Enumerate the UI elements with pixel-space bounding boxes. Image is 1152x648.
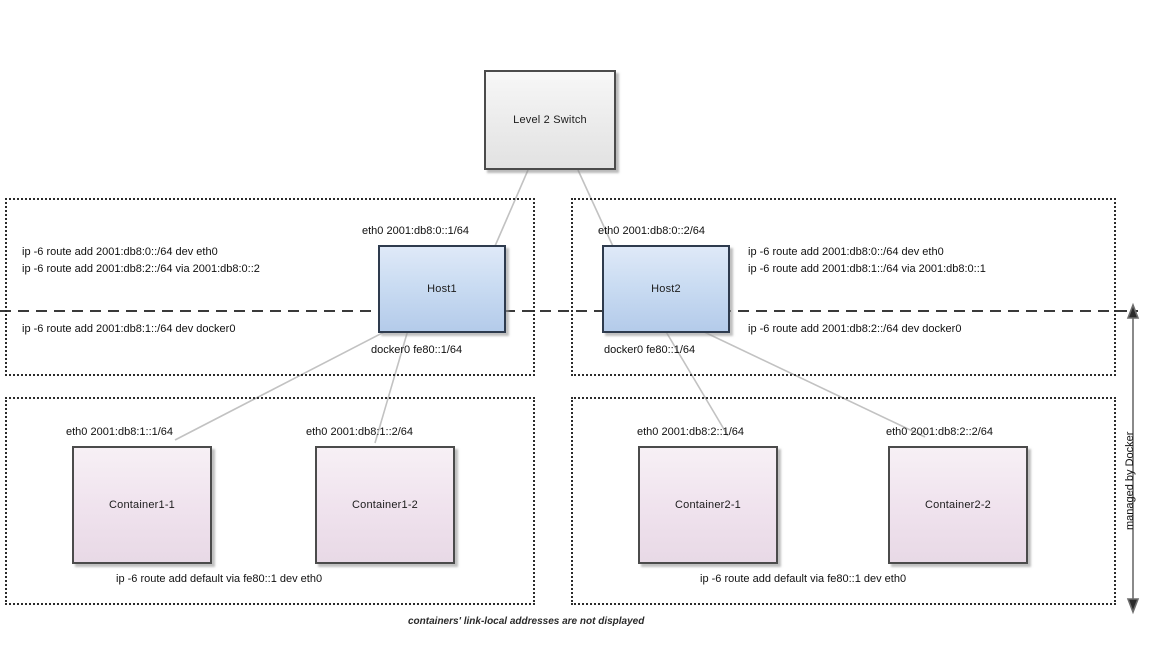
switch-label: Level 2 Switch bbox=[513, 114, 587, 126]
container-group-2-default-route: ip -6 route add default via fe80::1 dev … bbox=[700, 573, 907, 585]
host1-label: Host1 bbox=[427, 283, 457, 295]
host2-route-below-1: ip -6 route add 2001:db8:2::/64 dev dock… bbox=[748, 323, 962, 335]
container2-1-node[interactable]: Container2-1 bbox=[638, 446, 778, 564]
container1-1-eth0-label: eth0 2001:db8:1::1/64 bbox=[66, 426, 174, 438]
diagram-footnote: containers' link-local addresses are not… bbox=[408, 616, 645, 627]
host2-node[interactable]: Host2 bbox=[602, 245, 730, 333]
container1-1-node[interactable]: Container1-1 bbox=[72, 446, 212, 564]
region-container-group-2 bbox=[571, 397, 1116, 605]
container1-2-eth0-label: eth0 2001:db8:1::2/64 bbox=[306, 426, 414, 438]
host2-eth0-label: eth0 2001:db8:0::2/64 bbox=[598, 225, 706, 237]
host1-node[interactable]: Host1 bbox=[378, 245, 506, 333]
host2-route-above-1: ip -6 route add 2001:db8:0::/64 dev eth0 bbox=[748, 246, 944, 258]
switch-node[interactable]: Level 2 Switch bbox=[484, 70, 616, 170]
region-host2 bbox=[571, 198, 1116, 376]
container2-2-label: Container2-2 bbox=[925, 499, 991, 511]
host2-docker0-label: docker0 fe80::1/64 bbox=[604, 344, 696, 356]
host1-route-above-1: ip -6 route add 2001:db8:0::/64 dev eth0 bbox=[22, 246, 218, 258]
host2-route-above-2: ip -6 route add 2001:db8:1::/64 via 2001… bbox=[748, 263, 986, 275]
container2-1-label: Container2-1 bbox=[675, 499, 741, 511]
container1-1-label: Container1-1 bbox=[109, 499, 175, 511]
container1-2-node[interactable]: Container1-2 bbox=[315, 446, 455, 564]
host1-eth0-label: eth0 2001:db8:0::1/64 bbox=[362, 225, 470, 237]
region-host1 bbox=[5, 198, 535, 376]
region-container-group-1 bbox=[5, 397, 535, 605]
host1-docker0-label: docker0 fe80::1/64 bbox=[371, 344, 463, 356]
host1-route-above-2: ip -6 route add 2001:db8:2::/64 via 2001… bbox=[22, 263, 260, 275]
host2-label: Host2 bbox=[651, 283, 681, 295]
container2-1-eth0-label: eth0 2001:db8:2::1/64 bbox=[637, 426, 745, 438]
container-group-1-default-route: ip -6 route add default via fe80::1 dev … bbox=[116, 573, 323, 585]
host1-route-below-1: ip -6 route add 2001:db8:1::/64 dev dock… bbox=[22, 323, 236, 335]
managed-by-docker-label: managed by Docker bbox=[1124, 431, 1136, 530]
container2-2-eth0-label: eth0 2001:db8:2::2/64 bbox=[886, 426, 994, 438]
container2-2-node[interactable]: Container2-2 bbox=[888, 446, 1028, 564]
container1-2-label: Container1-2 bbox=[352, 499, 418, 511]
